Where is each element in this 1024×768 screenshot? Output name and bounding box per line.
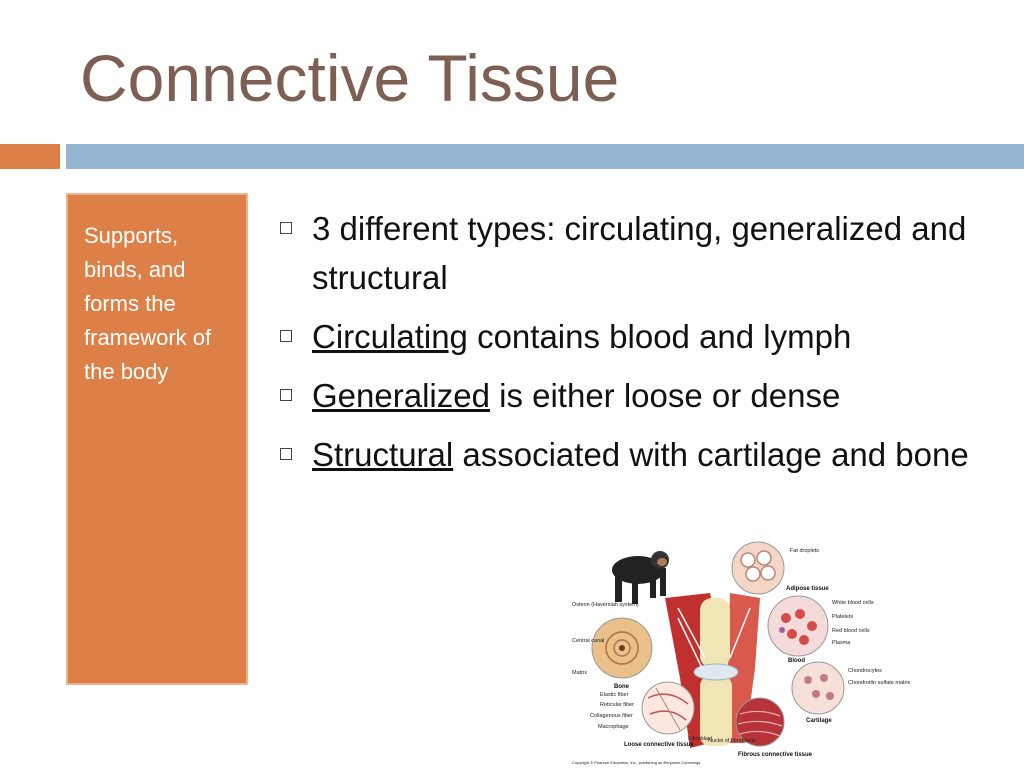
label-matrix: Matrix bbox=[572, 670, 587, 676]
slide-title: Connective Tissue bbox=[80, 41, 620, 115]
label-chondrocytes: Chondrocytes bbox=[848, 668, 882, 674]
connective-tissue-figure: Fat droplets Adipose tissue Osteon (Have… bbox=[572, 541, 911, 765]
label-chondroitin: Chondroitin sulfate matrix bbox=[848, 680, 911, 686]
label-bone: Bone bbox=[614, 684, 630, 690]
label-white-blood-cells: White blood cells bbox=[832, 600, 874, 606]
label-red-blood-cells: Red blood cells bbox=[832, 628, 870, 634]
label-nuclei-fibroblasts: Nuclei of fibroblasts bbox=[708, 738, 756, 744]
bullet-text: 3 different types: circulating, generali… bbox=[312, 210, 967, 296]
label-collagenous-fiber: Collagenous fiber bbox=[590, 713, 633, 719]
label-cartilage: Cartilage bbox=[806, 718, 832, 724]
label-fibrous-connective: Fibrous connective tissue bbox=[738, 752, 813, 758]
bullet-text: associated with cartilage and bone bbox=[453, 436, 969, 473]
fibrous-connective-tissue-circle bbox=[735, 697, 785, 747]
bullet-text: is either loose or dense bbox=[489, 377, 841, 414]
square-bullet-icon bbox=[280, 222, 292, 234]
label-fat-droplets: Fat droplets bbox=[790, 548, 819, 554]
square-bullet-icon bbox=[280, 448, 292, 460]
sidebar-panel: Supports, binds, and forms the framework… bbox=[66, 193, 248, 685]
label-blood: Blood bbox=[788, 658, 805, 664]
figure-copyright: Copyright © Pearson Education, Inc., pub… bbox=[572, 760, 700, 765]
label-osteon: Osteon (Haversian system) bbox=[572, 602, 639, 608]
label-reticular-fiber: Reticular fiber bbox=[600, 702, 634, 708]
bullet-item: Circulating contains blood and lymph bbox=[276, 312, 996, 361]
bullet-term: Circulating bbox=[312, 318, 468, 355]
label-macrophage: Macrophage bbox=[598, 724, 629, 730]
bullet-term: Structural bbox=[312, 436, 454, 473]
label-adipose: Adipose tissue bbox=[786, 586, 829, 592]
bullet-list: 3 different types: circulating, generali… bbox=[276, 204, 996, 489]
accent-bar-blue bbox=[66, 144, 1024, 169]
loose-connective-tissue-circle bbox=[641, 681, 695, 735]
bullet-item: 3 different types: circulating, generali… bbox=[276, 204, 996, 302]
adipose-tissue-circle bbox=[731, 541, 785, 595]
square-bullet-icon bbox=[280, 389, 292, 401]
label-plasma: Plasma bbox=[832, 640, 851, 646]
bone-tissue-circle bbox=[591, 617, 653, 679]
label-loose-connective: Loose connective tissue bbox=[624, 742, 694, 748]
blood-tissue-circle bbox=[767, 595, 829, 657]
knee-joint-illustration bbox=[665, 593, 760, 748]
square-bullet-icon bbox=[280, 330, 292, 342]
label-fibroblast: Fibroblast bbox=[688, 736, 713, 742]
bullet-item: Structural associated with cartilage and… bbox=[276, 430, 996, 479]
bullet-text: contains blood and lymph bbox=[467, 318, 852, 355]
label-central-canal: Central canal bbox=[572, 638, 604, 644]
label-elastic-fiber: Elastic fiber bbox=[600, 692, 629, 698]
bullet-item: Generalized is either loose or dense bbox=[276, 371, 996, 420]
cartilage-tissue-circle bbox=[791, 661, 845, 715]
accent-bar-orange bbox=[0, 144, 60, 169]
sidebar-text: Supports, binds, and forms the framework… bbox=[84, 223, 212, 384]
label-platelets: Platelets bbox=[832, 614, 853, 620]
bullet-term: Generalized bbox=[312, 377, 490, 414]
chimpanzee-illustration bbox=[612, 551, 669, 604]
